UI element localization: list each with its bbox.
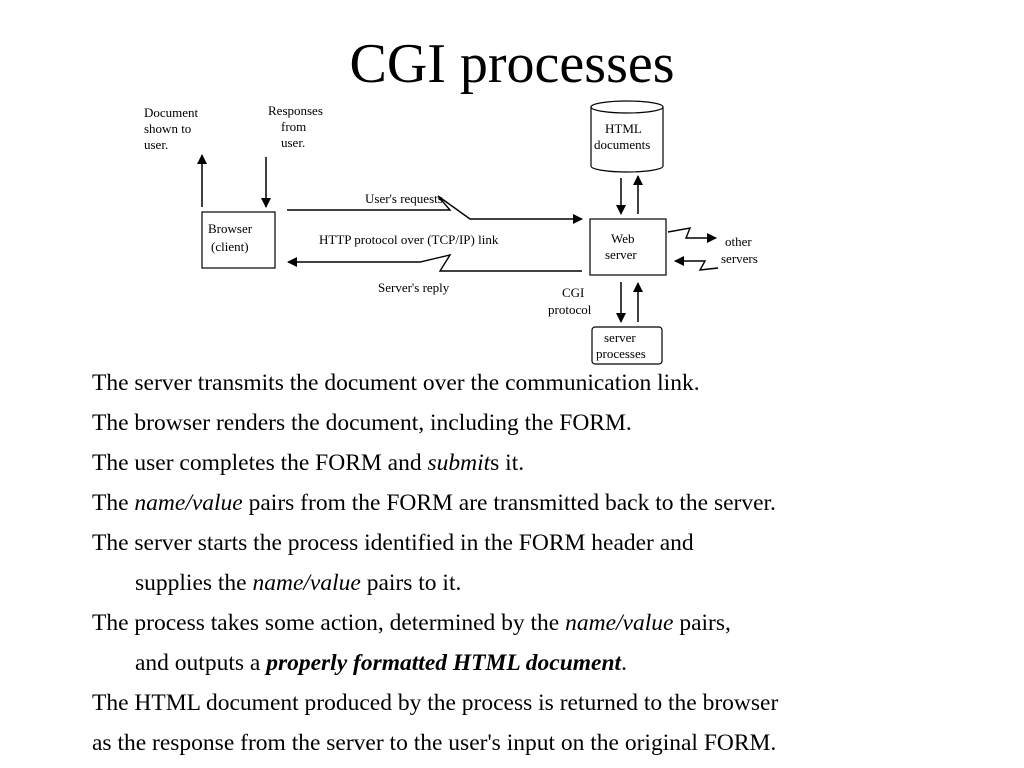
html-docs-cylinder <box>590 107 664 173</box>
doc-shown-label: Document shown to user. <box>144 105 201 152</box>
note-line-4: The name/value pairs from the FORM are t… <box>92 488 992 528</box>
note-text: . <box>621 650 627 676</box>
page-title: CGI processes <box>349 33 675 95</box>
server-processes-box <box>591 326 663 365</box>
note-line-6: supplies the name/value pairs to it. <box>92 568 992 608</box>
note-line-1: The server transmits the document over t… <box>92 370 700 396</box>
note-emphasis: name/value <box>134 490 243 516</box>
note-line-7: The process takes some action, determine… <box>92 608 992 648</box>
note-text: The process takes some action, determine… <box>92 610 566 636</box>
note-emphasis: name/value <box>252 570 361 596</box>
note-emphasis: name/value <box>565 610 674 636</box>
note-line-9: The HTML document produced by the proces… <box>92 690 779 716</box>
arrow-from-other-servers <box>674 256 719 271</box>
servers-reply-label: Server's reply <box>378 280 450 295</box>
note-text: The <box>92 490 135 516</box>
note-line-3: The user completes the FORM and submits … <box>92 448 992 488</box>
note-text: and outputs a <box>135 650 267 676</box>
request-arrow <box>287 195 583 224</box>
note-text: pairs to it. <box>360 570 462 596</box>
server-processes-label: server processes <box>596 330 646 361</box>
html-docs-label: HTML documents <box>594 121 650 152</box>
reply-arrow <box>287 253 582 272</box>
note-text: supplies the <box>135 570 253 596</box>
note-strong-emphasis: properly formatted HTML document <box>266 650 622 676</box>
note-line-8: and outputs a properly formatted HTML do… <box>92 648 992 688</box>
note-text: The user completes the FORM and <box>92 450 428 476</box>
note-text: pairs from the FORM are transmitted back… <box>242 490 776 516</box>
arrow-to-other-servers <box>667 227 717 243</box>
users-requests-label: User's requests <box>365 191 443 206</box>
cgi-diagram: Document shown to user. Responses from u… <box>144 100 758 365</box>
web-server-box <box>589 218 667 276</box>
note-line-5: The server starts the process identified… <box>92 530 694 556</box>
browser-box <box>201 211 276 269</box>
note-line-2: The browser renders the document, includ… <box>92 410 632 436</box>
notes-list: The server transmits the document over t… <box>92 368 992 768</box>
note-line-10: as the response from the server to the u… <box>92 730 777 756</box>
other-servers-label: other servers <box>721 234 758 266</box>
responses-label: Responses from user. <box>268 103 326 150</box>
note-emphasis: submit <box>427 450 491 476</box>
http-link-label: HTTP protocol over (TCP/IP) link <box>319 232 499 247</box>
note-text: pairs, <box>673 610 731 636</box>
web-server-label: Web server <box>605 231 638 262</box>
cgi-protocol-label: CGI protocol <box>548 285 592 317</box>
html-docs-cylinder-top <box>590 100 664 114</box>
note-text: s it. <box>490 450 525 476</box>
browser-label: Browser (client) <box>208 221 255 254</box>
